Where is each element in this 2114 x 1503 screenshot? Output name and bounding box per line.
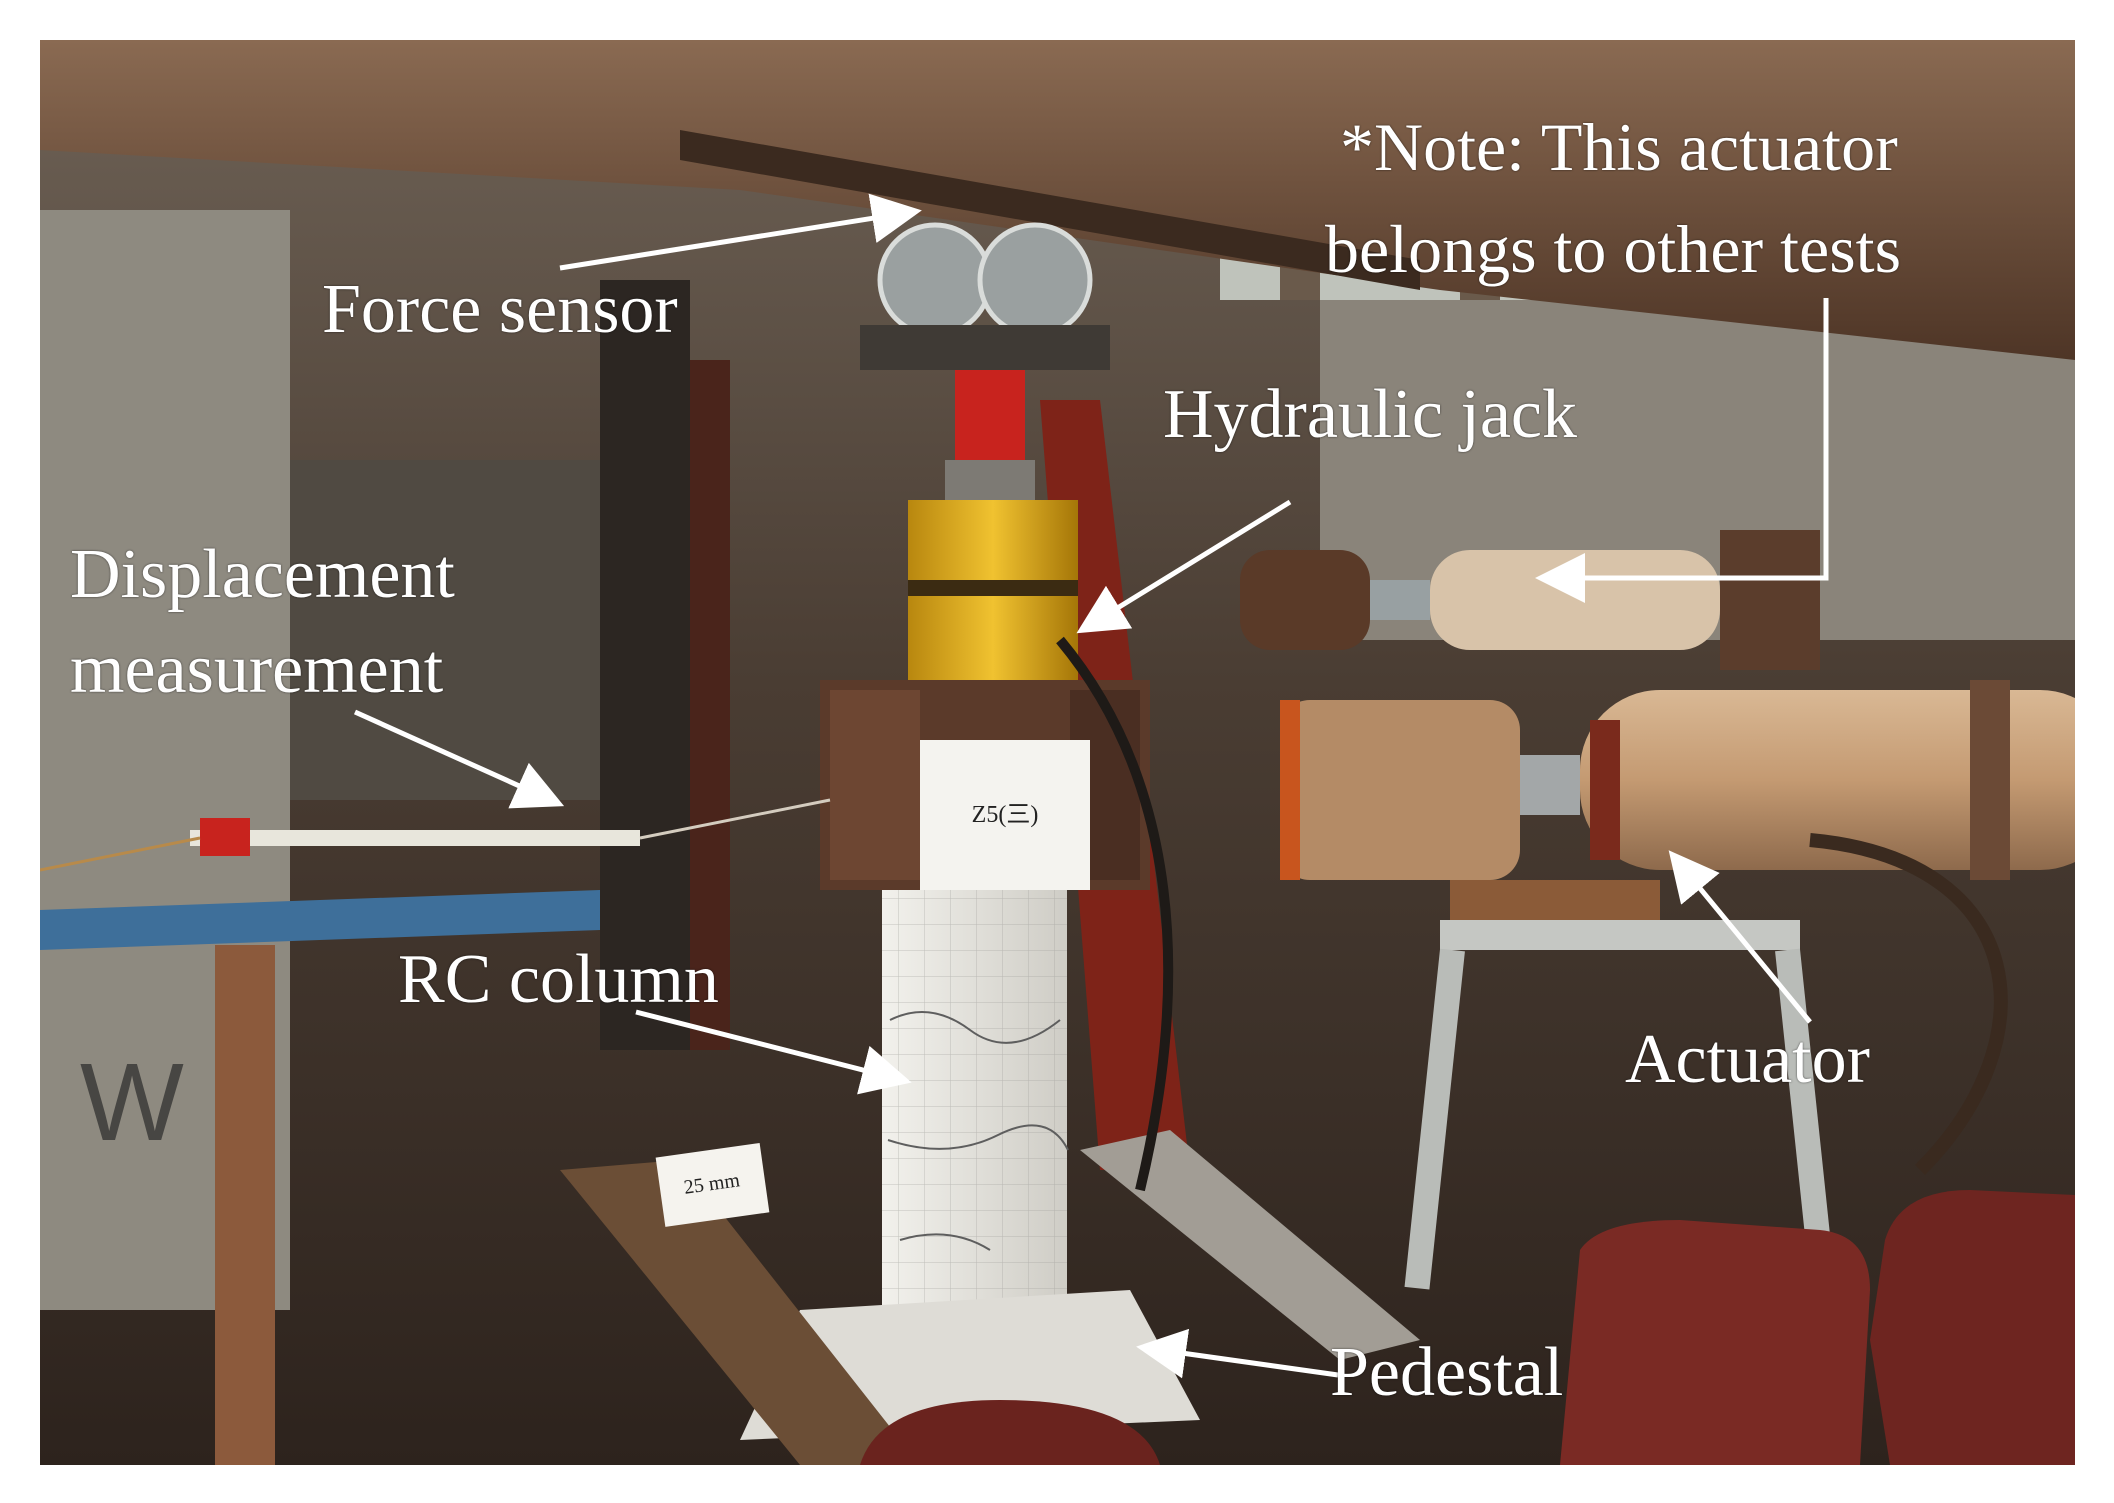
label-displacement-line2: measurement [70, 631, 444, 708]
label-rc-column: RC column [398, 941, 719, 1018]
label-hydraulic-jack: Hydraulic jack [1163, 376, 1577, 453]
force-sensor [860, 222, 1110, 370]
label-actuator: Actuator [1625, 1021, 1870, 1098]
specimen-sign-text: Z5(三) [972, 802, 1039, 828]
scale-tag: 25 mm [655, 1142, 770, 1227]
ground-beam-left [560, 1160, 920, 1465]
hydraulic-jack-body [908, 500, 1078, 700]
wall-marking: W [80, 1041, 184, 1164]
hydraulic-hose [1056, 636, 1174, 1192]
back-window [290, 460, 620, 800]
actuator [1280, 680, 2075, 880]
label-note-line1: *Note: This actuator [1340, 109, 1898, 185]
displacement-rod [190, 830, 640, 846]
load-cell [955, 370, 1025, 460]
table-leg [215, 945, 275, 1465]
other-actuator [1240, 530, 1820, 670]
label-pedestal: Pedestal [1330, 1334, 1564, 1411]
specimen-sign [920, 740, 1090, 890]
reaction-frame [600, 280, 690, 1050]
table-top [40, 890, 600, 950]
lvdt-head [200, 818, 250, 856]
label-force-sensor: Force sensor [322, 271, 678, 348]
ground-beam-right [1080, 1130, 1420, 1360]
label-displacement-line1: Displacement [70, 536, 455, 613]
label-note-line2: belongs to other tests [1325, 211, 1902, 287]
chairs [860, 1190, 2075, 1465]
